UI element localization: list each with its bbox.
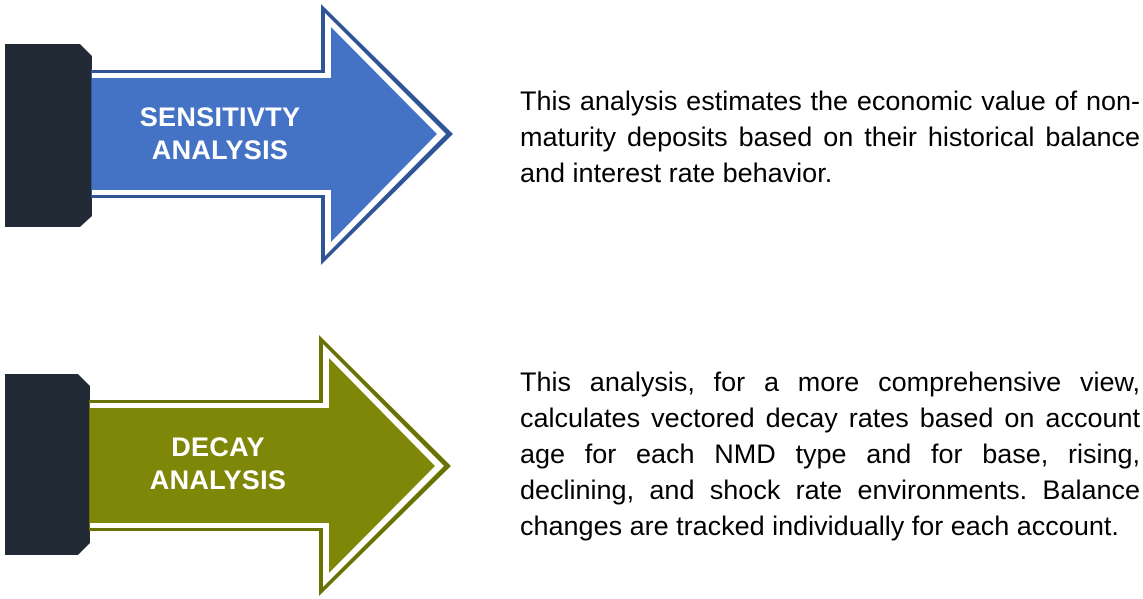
decay-arrow-graphic bbox=[5, 335, 451, 596]
sensitivity-label-line2: ANALYSIS bbox=[151, 135, 289, 165]
decay-dark-block bbox=[5, 374, 90, 555]
decay-arrow-body bbox=[90, 358, 435, 573]
sensitivity-label-line1: SENSITIVTY bbox=[139, 102, 301, 132]
sensitivity-arrow-body bbox=[92, 27, 437, 242]
decay-arrow-label: DECAY ANALYSIS bbox=[98, 431, 338, 497]
decay-description: This analysis, for a more comprehensive … bbox=[520, 367, 1140, 541]
sensitivity-description: This analysis estimates the economic val… bbox=[520, 86, 1140, 188]
sensitivity-row: SENSITIVTY ANALYSIS This analysis estima… bbox=[5, 4, 1140, 265]
sensitivity-arrow-label: SENSITIVTY ANALYSIS bbox=[100, 101, 340, 167]
sensitivity-arrow-graphic bbox=[5, 4, 453, 265]
sensitivity-dark-block bbox=[5, 44, 92, 227]
decay-label-line1: DECAY bbox=[171, 432, 265, 462]
decay-label-line2: ANALYSIS bbox=[149, 465, 287, 495]
decay-row: DECAY ANALYSIS This analysis, for a more… bbox=[0, 330, 1143, 599]
